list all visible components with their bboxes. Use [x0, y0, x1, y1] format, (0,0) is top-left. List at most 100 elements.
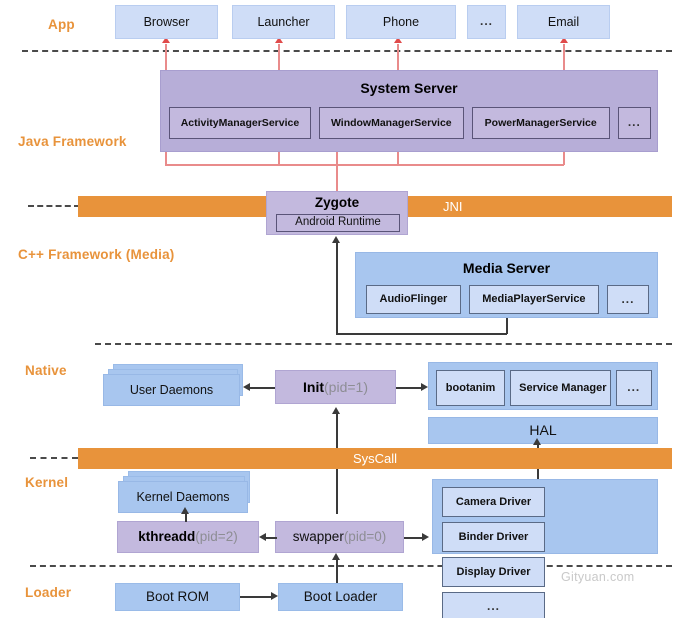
driver-display[interactable]: Display Driver: [442, 557, 545, 587]
init-box[interactable]: Init(pid=1): [275, 370, 396, 404]
app-label-more: ...: [479, 14, 493, 29]
mediaserver-elbow-horizontal: [336, 333, 507, 335]
bootloader-to-swapper-line: [336, 560, 338, 584]
native-services-list: bootanim Service Manager ...: [436, 370, 652, 406]
swapper-to-kthreadd-line: [266, 537, 277, 539]
red-fork-horizontal: [165, 164, 564, 166]
zygote-title: Zygote: [314, 195, 360, 210]
app-box-email[interactable]: Email: [517, 5, 610, 39]
app-box-more[interactable]: ...: [467, 5, 506, 39]
drivers-to-hal-arrowhead: [533, 438, 541, 445]
app-label-phone: Phone: [382, 14, 420, 29]
service-more[interactable]: ...: [617, 107, 651, 139]
app-box-launcher[interactable]: Launcher: [232, 5, 335, 39]
service-native-more[interactable]: ...: [615, 370, 652, 406]
layer-label-native: Native: [25, 363, 67, 378]
service-label-window-manager: WindowManagerService: [330, 116, 452, 129]
kthreadd-box[interactable]: kthreadd(pid=2): [117, 521, 259, 553]
driver-label-display: Display Driver: [456, 565, 531, 578]
red-branch-system-server: [336, 148, 338, 165]
layer-label-loader: Loader: [25, 585, 72, 600]
native-services-panel: bootanim Service Manager ...: [428, 362, 658, 410]
hal-box[interactable]: HAL: [428, 417, 658, 444]
hal-label: HAL: [529, 422, 557, 439]
mediaserver-elbow-riser: [506, 318, 508, 334]
layer-label-kernel: Kernel: [25, 475, 69, 490]
swapper-to-init-arrowhead: [332, 407, 340, 414]
service-audio-flinger[interactable]: AudioFlinger: [366, 285, 461, 314]
jni-label: JNI: [443, 199, 463, 214]
service-label-media-more: ...: [621, 291, 635, 306]
swapper-box[interactable]: swapper(pid=0): [275, 521, 404, 553]
red-arrowhead-launcher: [274, 37, 283, 43]
app-box-browser[interactable]: Browser: [115, 5, 218, 39]
kernel-daemons-label: Kernel Daemons: [136, 489, 230, 504]
driver-label-binder: Binder Driver: [458, 530, 529, 543]
app-label-email: Email: [547, 14, 580, 29]
boot-loader-box[interactable]: Boot Loader: [278, 583, 403, 611]
swapper-pid: (pid=0): [343, 529, 387, 545]
app-label-browser: Browser: [143, 14, 190, 29]
service-media-more[interactable]: ...: [606, 285, 649, 314]
divider-app-java: [22, 50, 672, 52]
driver-binder[interactable]: Binder Driver: [442, 522, 545, 552]
bootloader-to-swapper-arrowhead: [332, 553, 340, 560]
red-arrowhead-phone: [393, 37, 402, 43]
watermark: Gityuan.com: [561, 570, 635, 584]
app-box-phone[interactable]: Phone: [346, 5, 456, 39]
kthreadd-name: kthreadd: [138, 529, 196, 545]
boot-loader-label: Boot Loader: [303, 589, 378, 605]
media-server-title: Media Server: [462, 260, 551, 276]
bootrom-to-bootloader-arrowhead: [271, 592, 278, 600]
service-label-more: ...: [627, 115, 641, 130]
service-bootanim[interactable]: bootanim: [436, 370, 506, 406]
service-label-service-manager: Service Manager: [519, 381, 607, 394]
init-name: Init: [303, 378, 325, 395]
layer-label-app: App: [48, 17, 75, 32]
service-media-player[interactable]: MediaPlayerService: [468, 285, 599, 314]
service-label-activity-manager: ActivityManagerService: [180, 116, 300, 129]
service-activity-manager[interactable]: ActivityManagerService: [169, 107, 311, 139]
service-service-manager[interactable]: Service Manager: [510, 370, 611, 406]
layer-label-cpp-framework: C++ Framework (Media): [18, 247, 175, 262]
service-label-power-manager: PowerManagerService: [484, 116, 597, 129]
system-server-service-list: ActivityManagerService WindowManagerServ…: [169, 107, 651, 139]
swapper-to-kthreadd-arrowhead: [259, 533, 266, 541]
boot-rom-box[interactable]: Boot ROM: [115, 583, 240, 611]
init-to-services-arrowhead: [421, 383, 428, 391]
swapper-to-drivers-arrowhead: [422, 533, 429, 541]
service-label-native-more: ...: [627, 380, 641, 395]
kthreadd-pid: (pid=2): [195, 529, 238, 545]
init-to-userdaemons-arrowhead: [243, 383, 250, 391]
service-label-media-player: MediaPlayerService: [482, 293, 586, 306]
media-server-panel: Media Server AudioFlinger MediaPlayerSer…: [355, 252, 658, 318]
drivers-list: Camera Driver Binder Driver Display Driv…: [442, 487, 650, 618]
divider-kernel-loader: [30, 565, 672, 567]
red-arrowhead-browser: [161, 37, 170, 43]
init-to-userdaemons-line: [250, 387, 275, 389]
bootrom-to-bootloader-line: [240, 596, 271, 598]
zygote-box[interactable]: Zygote Android Runtime: [266, 191, 408, 235]
drivers-panel: Camera Driver Binder Driver Display Driv…: [432, 479, 658, 618]
user-daemons-box[interactable]: User Daemons: [103, 374, 240, 406]
service-window-manager[interactable]: WindowManagerService: [318, 107, 464, 139]
zygote-feed-arrowhead: [332, 236, 340, 243]
init-pid: (pid=1): [324, 378, 368, 395]
init-to-services-line: [396, 387, 421, 389]
user-daemons-label: User Daemons: [129, 382, 214, 397]
red-arrowhead-email: [559, 37, 568, 43]
kthreadd-to-daemons-line: [185, 513, 187, 522]
red-stem-zygote: [336, 164, 338, 191]
driver-label-camera: Camera Driver: [455, 495, 532, 508]
service-power-manager[interactable]: PowerManagerService: [471, 107, 610, 139]
swapper-name: swapper: [292, 529, 344, 545]
swapper-to-drivers-line: [404, 537, 422, 539]
system-server-panel: System Server ActivityManagerService Win…: [160, 70, 658, 152]
divider-java-native: [95, 343, 672, 345]
driver-camera[interactable]: Camera Driver: [442, 487, 545, 517]
android-runtime-box[interactable]: Android Runtime: [276, 214, 400, 232]
system-server-title: System Server: [360, 80, 458, 96]
layer-label-java-framework: Java Framework: [18, 134, 127, 149]
driver-more[interactable]: ...: [442, 592, 545, 618]
app-label-launcher: Launcher: [257, 14, 310, 29]
